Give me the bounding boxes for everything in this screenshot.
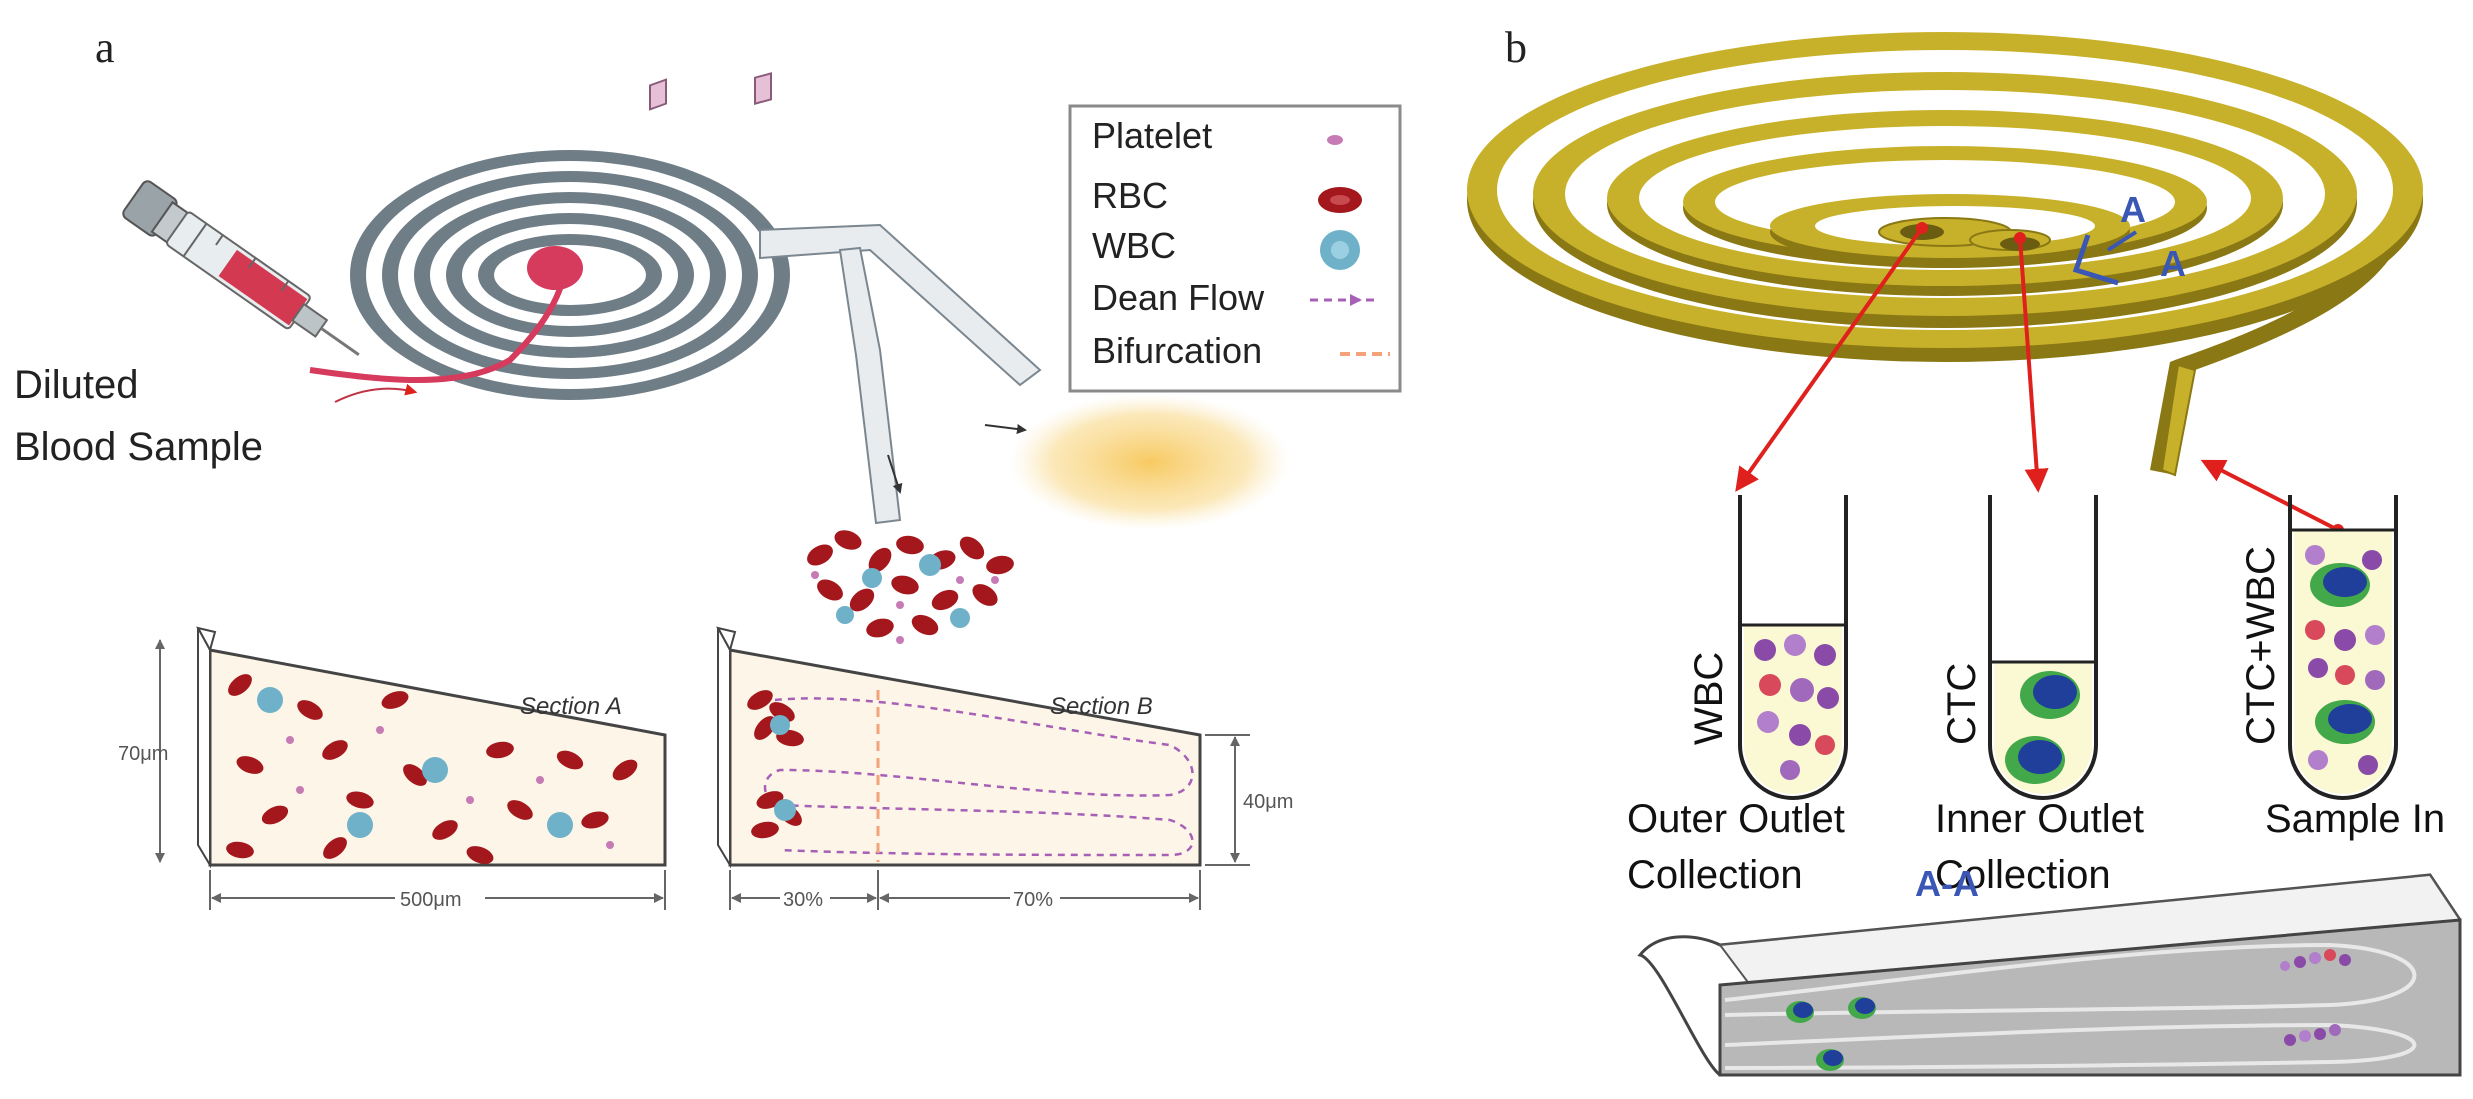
section-b-right-pct: 70%: [1013, 889, 1053, 911]
waste-cloud: [1010, 394, 1290, 530]
legend: Platelet RBC WBC Dean Flow Bifurcation: [1068, 104, 1402, 393]
sample-label-line1: Diluted: [14, 363, 139, 407]
section-marker-a1: A: [2120, 189, 2146, 230]
panel-b: b: [1467, 23, 2462, 1077]
spiral-chip-a: [309, 72, 1042, 525]
section-marker-a2: A: [2160, 243, 2186, 284]
cross-section-label: A-A: [1915, 863, 1979, 904]
legend-wbc-label: WBC: [1092, 225, 1176, 266]
tube-ctc-caption-line2: Collection: [1935, 853, 2111, 897]
dean-flow-icon: [1310, 294, 1375, 306]
tube-ctc-caption-line1: Inner Outlet: [1935, 797, 2144, 841]
legend-dean-flow-label: Dean Flow: [1092, 277, 1265, 318]
tube-wbc-caption-line1: Outer Outlet: [1627, 797, 1845, 841]
rbc-icon: [1318, 187, 1362, 213]
spiral-chip-b: A A: [1467, 32, 2423, 477]
sample-blob: [527, 246, 583, 290]
section-b-diagram: Section B 40μm 30% 70%: [716, 626, 1293, 911]
section-a-height: 70μm: [118, 743, 168, 765]
tube-wbc-vertical-label: WBC: [1687, 652, 1731, 745]
tube-wbc: WBC Outer Outlet Collection: [1627, 495, 1848, 897]
legend-bifurcation-label: Bifurcation: [1092, 330, 1262, 371]
collected-cells-cluster: [807, 530, 1014, 644]
panel-b-label: b: [1505, 23, 1527, 72]
syringe-icon: [122, 180, 360, 356]
cross-section-aa: A-A: [1637, 863, 2462, 1077]
sample-label-line2: Blood Sample: [14, 425, 263, 469]
inlet-arrow: [334, 383, 418, 403]
tube-sample-caption: Sample In: [2265, 797, 2445, 841]
tube-sample-vertical-label: CTC+WBC: [2239, 546, 2283, 745]
tube-wbc-caption-line2: Collection: [1627, 853, 1803, 897]
section-b-title: Section B: [1050, 693, 1153, 720]
section-a-width: 500μm: [400, 889, 462, 911]
legend-rbc-label: RBC: [1092, 175, 1168, 216]
platelet-icon: [1327, 135, 1343, 145]
collection-arrows: [1735, 222, 2344, 536]
panel-a-label: a: [95, 23, 115, 72]
section-a-diagram: Section A: [118, 626, 667, 911]
wbc-icon: [1320, 230, 1360, 270]
section-b-left-pct: 30%: [783, 889, 823, 911]
section-cut-marker: A A: [2072, 189, 2186, 286]
tube-ctc-vertical-label: CTC: [1940, 663, 1984, 745]
tube-ctc: CTC Inner Outlet Collection: [1935, 495, 2144, 897]
section-b-height: 40μm: [1243, 791, 1293, 813]
legend-platelet-label: Platelet: [1092, 115, 1212, 156]
panel-a: a Diluted Blood Sample: [14, 23, 1402, 911]
section-a-title: Section A: [520, 693, 622, 720]
tube-sample: CTC+WBC Sample In: [2239, 495, 2445, 841]
